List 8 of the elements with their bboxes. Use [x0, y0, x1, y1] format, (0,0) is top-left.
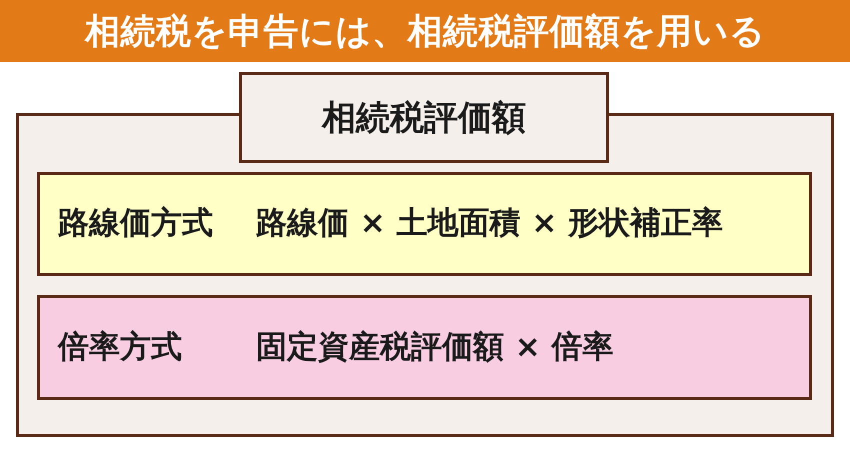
method-name: 倍率方式 — [58, 329, 182, 366]
heading-box: 相続税評価額 — [239, 72, 609, 163]
method-box — [37, 172, 812, 276]
formula: 路線価 × 土地面積 × 形状補正率 — [256, 205, 724, 242]
method-name: 路線価方式 — [58, 205, 213, 242]
method-box — [37, 295, 812, 400]
formula: 固定資産税評価額 × 倍率 — [256, 329, 614, 366]
title-banner: 相続税を申告には、相続税評価額を用いる — [0, 0, 850, 62]
